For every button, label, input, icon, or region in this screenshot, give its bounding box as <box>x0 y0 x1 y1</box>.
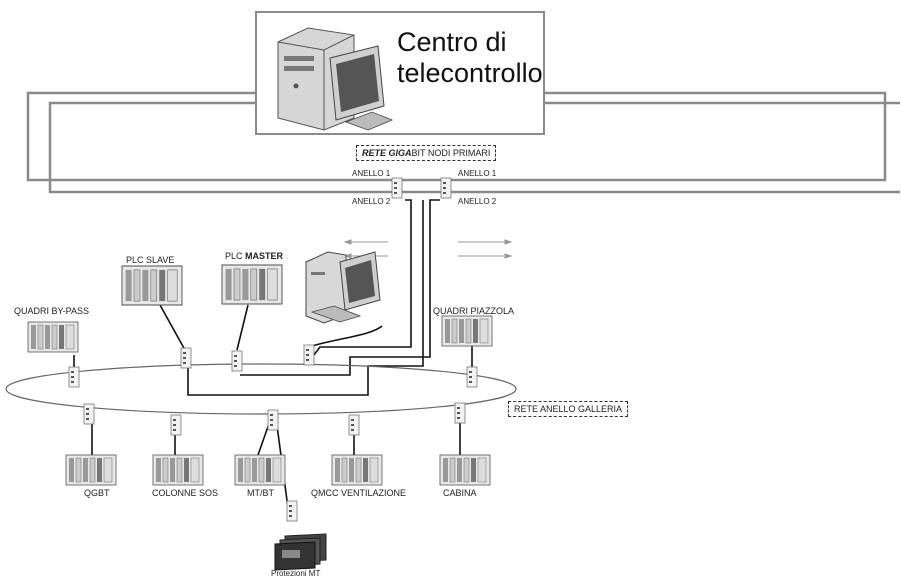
panel-piazzola-rack <box>441 315 493 347</box>
plc-master-suffix: MASTER <box>245 251 284 261</box>
panel-qgbt-rack <box>65 454 117 486</box>
ring-switch-qgbt <box>83 403 95 425</box>
workstation-icon <box>305 251 381 324</box>
control-center-title: Centro di telecontrollo <box>397 27 543 89</box>
backbone-ring-outer <box>26 91 887 182</box>
ring-switch-piazzola <box>466 366 478 388</box>
cabina-label: CABINA <box>443 488 477 498</box>
ring-switch-qmcc <box>348 414 360 436</box>
panel-cabina-rack <box>439 454 491 486</box>
ring2-right-label: ANELLO 2 <box>458 197 497 206</box>
bypass-label: QUADRI BY-PASS <box>14 306 90 316</box>
switch-protezioni <box>286 500 298 522</box>
plc-slave-rack <box>121 265 183 306</box>
ring1-right-label: ANELLO 1 <box>458 169 497 178</box>
backbone-ring-inner <box>48 101 900 194</box>
qgbt-label: QGBT <box>84 488 110 498</box>
ring-switch-workstation <box>303 344 315 366</box>
backbone-label-prefix: RETE GIGA <box>362 148 412 158</box>
ring-switch-bypass <box>68 366 80 388</box>
ring-switch-plc-master <box>231 350 243 372</box>
piazzola-label: QUADRI PIAZZOLA <box>433 306 515 316</box>
backbone-label: RETE GIGABIT NODI PRIMARI <box>356 145 497 161</box>
qmcc-label: QMCC VENTILAZIONE <box>311 488 407 498</box>
ring-switch-plc-slave <box>180 347 192 369</box>
data-flow-arrows <box>343 239 513 259</box>
backbone-switch-1 <box>391 177 403 199</box>
plc-master-rack <box>221 264 283 305</box>
control-center-title-line1: Centro di <box>397 27 507 57</box>
backbone-label-suffix: BIT NODI PRIMARI <box>411 148 491 158</box>
panel-mtbt-rack <box>234 454 286 486</box>
ring-switch-mtbt <box>267 409 279 431</box>
plc-master-prefix: PLC <box>225 251 246 261</box>
ring-switch-sos <box>170 414 182 436</box>
plc-master-label: PLC MASTER <box>225 251 283 261</box>
protezioni-label: Protezioni MT <box>271 569 321 578</box>
ring2-left-label: ANELLO 2 <box>352 197 391 206</box>
control-center-title-line2: telecontrollo <box>397 58 543 88</box>
sos-label: COLONNE SOS <box>152 488 219 498</box>
plc-slave-label: PLC SLAVE <box>126 255 175 265</box>
ring1-left-label: ANELLO 1 <box>352 169 391 178</box>
connection-cables <box>73 199 473 509</box>
panel-bypass-rack <box>27 321 79 353</box>
monitor-icon <box>329 45 394 131</box>
mtbt-label: MT/BT <box>247 488 274 498</box>
panel-sos-rack <box>152 454 204 486</box>
tunnel-ring-label: RETE ANELLO GALLERIA <box>508 401 629 417</box>
ring-switch-cabina <box>454 402 466 424</box>
panel-qmcc-rack <box>331 454 383 486</box>
tunnel-ring-ellipse <box>5 363 517 415</box>
protezioni-mt-devices <box>274 533 327 571</box>
backbone-switch-2 <box>440 177 452 199</box>
